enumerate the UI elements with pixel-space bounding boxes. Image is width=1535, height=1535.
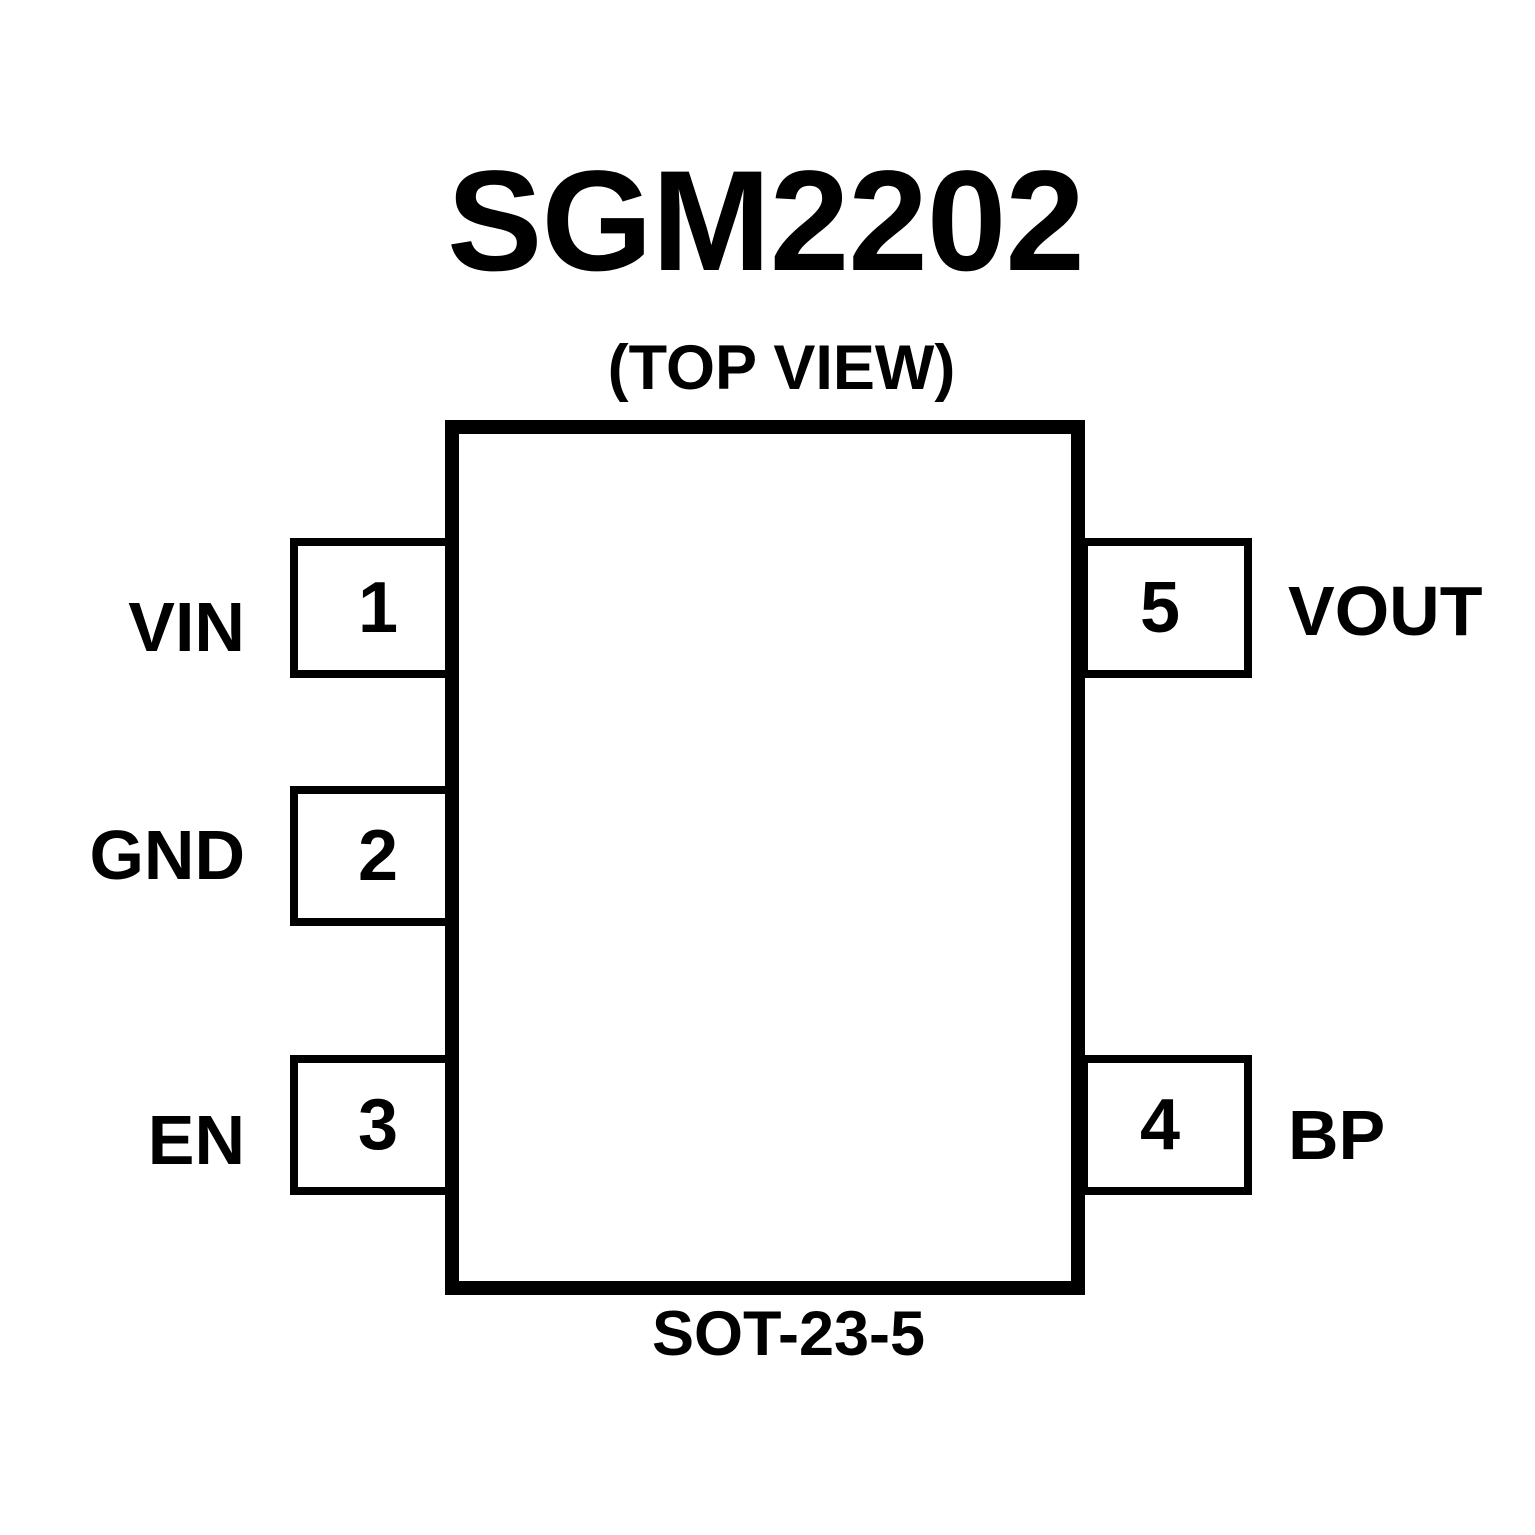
pin-3-label: EN	[147, 1101, 245, 1179]
pin-1: 1	[290, 538, 458, 678]
pin-4-number: 4	[1140, 1085, 1181, 1165]
pin-3: 3	[290, 1055, 458, 1195]
pin-4: 4	[1080, 1055, 1252, 1195]
pin-1-label: VIN	[128, 588, 245, 666]
view-orientation-label: (TOP VIEW)	[607, 333, 956, 403]
part-number-title: SGM2202	[447, 142, 1085, 301]
pin-2-number: 2	[357, 816, 398, 896]
package-type-label: SOT-23-5	[651, 1299, 926, 1369]
pin-3-number: 3	[357, 1085, 398, 1165]
pin-5-label: VOUT	[1288, 572, 1483, 650]
pin-4-label: BP	[1288, 1096, 1386, 1174]
package-body	[445, 420, 1085, 1295]
pin-1-number: 1	[357, 568, 398, 648]
pin-5: 5	[1080, 538, 1252, 678]
pin-2: 2	[290, 786, 458, 926]
pin-2-label: GND	[89, 816, 245, 894]
pin-5-number: 5	[1140, 568, 1181, 648]
